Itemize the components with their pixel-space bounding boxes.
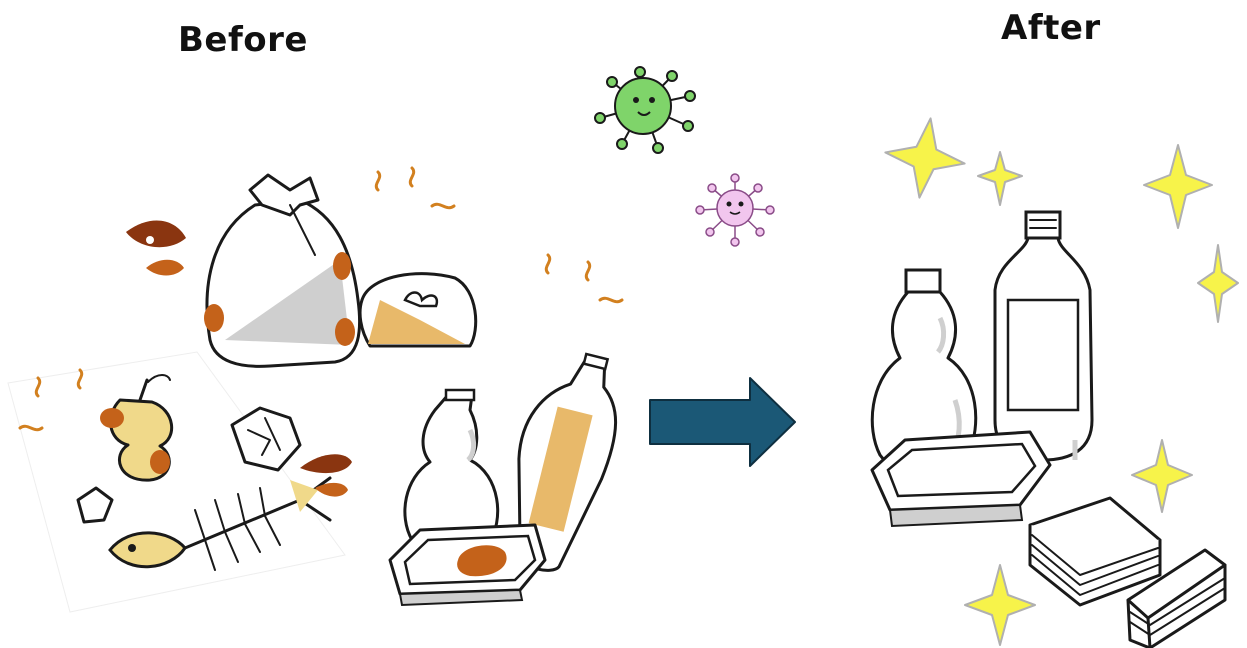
- dirty-bottles-icon: [390, 348, 632, 605]
- food-waste-icon: [8, 352, 352, 612]
- arrow-right-icon: [650, 378, 795, 466]
- garbage-bag-icon: [126, 168, 622, 366]
- paper-stack-icon: [1030, 498, 1225, 648]
- germ-icon: [595, 67, 774, 246]
- clean-bottles-icon: [872, 212, 1092, 526]
